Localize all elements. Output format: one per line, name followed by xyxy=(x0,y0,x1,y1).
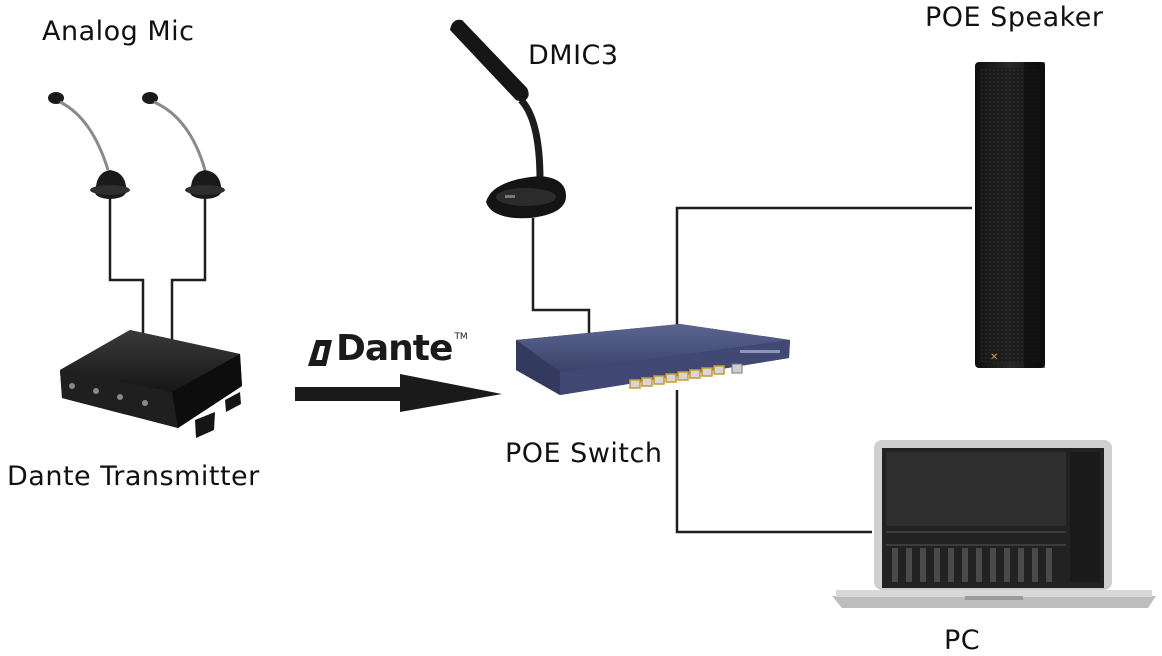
column-speaker-icon: ✕ xyxy=(975,62,1045,368)
pc-cable xyxy=(675,390,872,534)
dmic-icon xyxy=(450,19,566,219)
laptop-icon xyxy=(832,440,1156,608)
dante-symbol-icon xyxy=(308,340,332,366)
arrow-right-icon xyxy=(295,374,502,412)
speaker-cable xyxy=(675,206,972,325)
dmic-label: DMIC3 xyxy=(528,40,619,71)
pc-label: PC xyxy=(944,625,981,656)
network-switch-icon xyxy=(516,324,790,395)
dmic-cable xyxy=(531,218,591,335)
connection-lines xyxy=(108,198,972,534)
dante-trademark: TM xyxy=(454,332,468,342)
svg-text:✕: ✕ xyxy=(990,352,998,363)
poe-speaker-label: POE Speaker xyxy=(925,2,1104,33)
gooseneck-mic-icon xyxy=(48,92,130,199)
dante-logo: Dante TM xyxy=(302,328,468,368)
mic2-cable xyxy=(170,198,207,340)
mic1-cable xyxy=(108,198,145,340)
gooseneck-mic-icon xyxy=(142,92,225,199)
dante-wordmark: Dante xyxy=(336,328,453,369)
dante-transmitter-label: Dante Transmitter xyxy=(7,461,260,492)
analog-mic-label: Analog Mic xyxy=(42,16,195,47)
poe-switch-label: POE Switch xyxy=(505,438,663,469)
dante-box-icon xyxy=(60,330,242,438)
